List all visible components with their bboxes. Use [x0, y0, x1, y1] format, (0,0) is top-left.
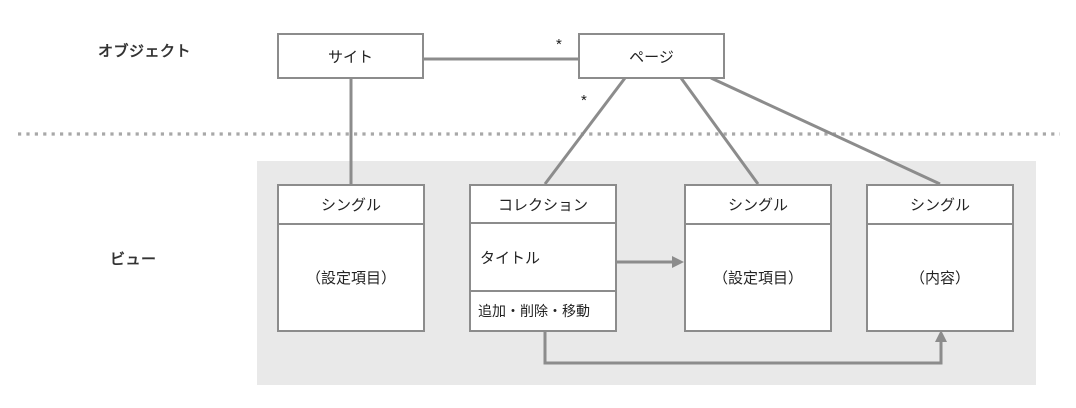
- node-site[interactable]: サイト: [277, 33, 424, 79]
- row-label-view-layer: ビュー: [110, 251, 157, 268]
- node-single-settings-right[interactable]: シングル （設定項目）: [684, 184, 832, 332]
- node-site-title: サイト: [327, 48, 373, 66]
- node-single-settings-right-body: （設定項目）: [712, 270, 803, 287]
- multiplicity-page-to-collection: *: [581, 92, 587, 109]
- node-page[interactable]: ページ: [578, 33, 725, 79]
- node-single-content[interactable]: シングル （内容）: [866, 184, 1014, 332]
- row-label-object-layer: オブジェクト: [98, 43, 192, 60]
- node-collection[interactable]: コレクション タイトル 追加・削除・移動: [469, 184, 617, 332]
- node-single-settings-left-title: シングル: [279, 186, 423, 225]
- node-single-settings-left-body: （設定項目）: [305, 270, 396, 287]
- node-single-content-title: シングル: [868, 186, 1012, 225]
- node-collection-title: コレクション: [471, 186, 615, 224]
- node-collection-actions: 追加・削除・移動: [478, 303, 590, 319]
- multiplicity-site-to-page: *: [556, 36, 562, 53]
- node-single-settings-left[interactable]: シングル （設定項目）: [277, 184, 425, 332]
- node-single-settings-right-title: シングル: [686, 186, 830, 225]
- node-page-title: ページ: [629, 48, 674, 66]
- node-single-content-body: （内容）: [909, 270, 970, 287]
- node-collection-field-title: タイトル: [471, 224, 615, 292]
